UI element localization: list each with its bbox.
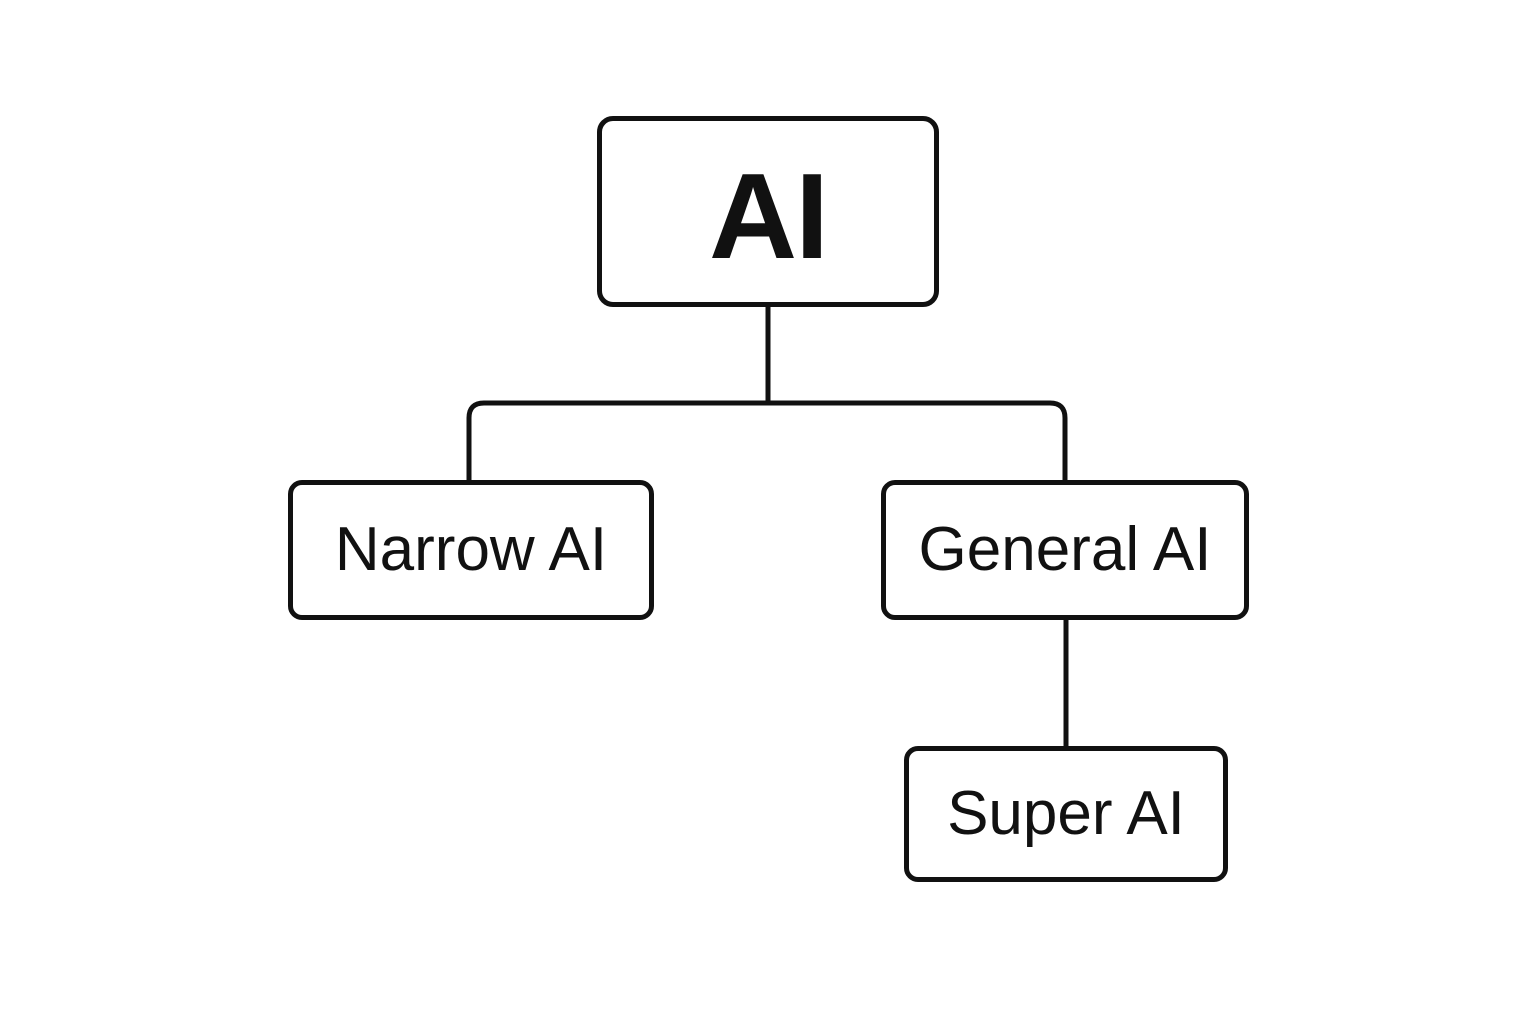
node-narrow-ai-label: Narrow AI <box>334 515 608 584</box>
node-general-ai: General AI <box>881 480 1249 620</box>
node-narrow-ai: Narrow AI <box>288 480 654 620</box>
node-super-ai: Super AI <box>904 746 1228 882</box>
connector-root-to-general-ai <box>768 400 1068 482</box>
connector-root-to-narrow-ai <box>466 306 771 482</box>
node-super-ai-label: Super AI <box>947 779 1185 848</box>
node-ai-label: AI <box>709 147 829 284</box>
node-ai: AI <box>597 116 939 307</box>
node-general-ai-label: General AI <box>918 515 1212 584</box>
